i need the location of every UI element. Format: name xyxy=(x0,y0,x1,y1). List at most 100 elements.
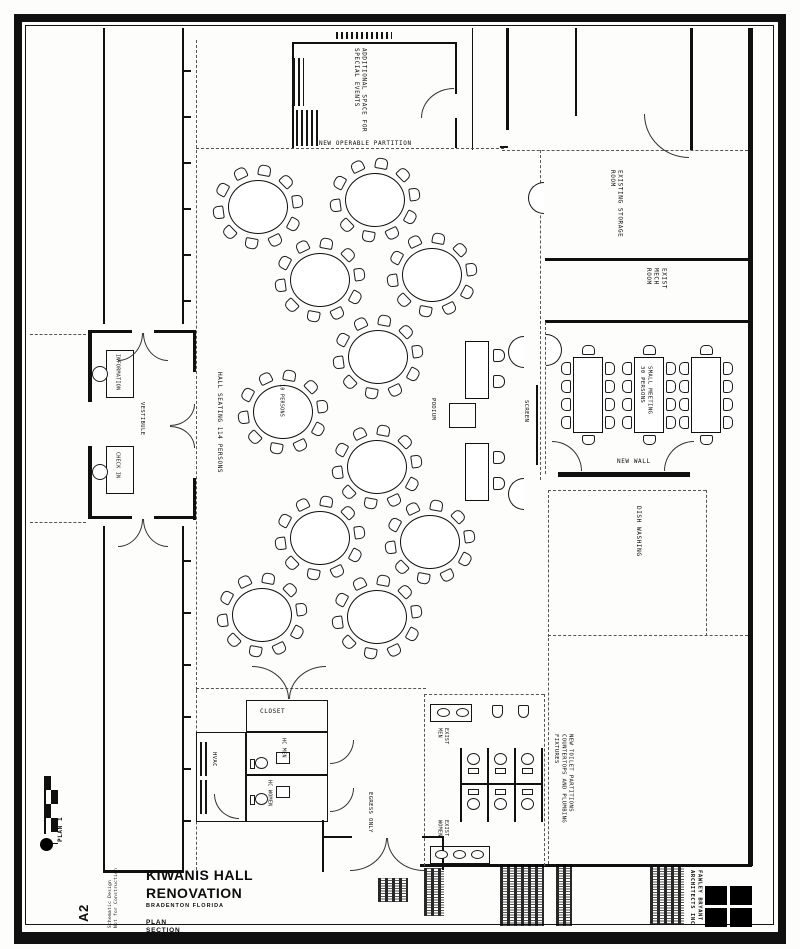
toilet-tank xyxy=(522,768,533,774)
wall xyxy=(44,804,51,818)
urinal xyxy=(518,705,529,718)
label-hc-women: HC WOMEN xyxy=(266,780,273,807)
wall xyxy=(182,28,184,324)
logo-square xyxy=(705,886,727,905)
project-title: KIWANIS HALL xyxy=(146,867,254,883)
wall xyxy=(14,932,786,944)
chair xyxy=(274,535,287,551)
wall-dashed xyxy=(424,694,544,695)
head-table xyxy=(465,341,489,399)
chair xyxy=(212,204,225,220)
wall xyxy=(420,864,752,867)
wall-dashed xyxy=(544,694,545,866)
round-table xyxy=(347,440,407,494)
project-title-2: RENOVATION xyxy=(146,885,243,902)
chair xyxy=(643,435,656,445)
wall xyxy=(322,836,352,838)
plan-bubble xyxy=(40,838,53,851)
chair xyxy=(493,375,505,388)
hatch-block xyxy=(296,110,318,146)
wall xyxy=(103,526,105,872)
round-table xyxy=(347,590,407,644)
wall xyxy=(88,330,92,402)
wall-dashed xyxy=(196,150,197,690)
chair xyxy=(561,416,571,429)
sink xyxy=(453,850,466,859)
wall-dashed xyxy=(548,635,748,636)
chair xyxy=(274,277,287,293)
label-new-toilet-partitions: NEW TOILET PARTITIONS COUNTERTOPS AND PL… xyxy=(553,734,574,824)
toilet xyxy=(494,753,507,765)
plan-reference: PLAN 1 xyxy=(57,816,64,842)
door-jamb-tick xyxy=(184,116,191,118)
wall-dashed xyxy=(424,694,425,866)
fine-print-block xyxy=(556,864,572,926)
hatch-block xyxy=(336,32,392,39)
sink xyxy=(435,850,448,859)
chair xyxy=(561,380,571,393)
logo-square xyxy=(705,908,727,927)
wall-dashed xyxy=(545,322,546,474)
toilet-tank xyxy=(468,789,479,795)
wall xyxy=(748,28,753,866)
chair xyxy=(493,451,505,464)
door-jamb-tick xyxy=(184,716,191,718)
room-outline xyxy=(449,403,476,428)
chair xyxy=(679,398,689,411)
chair xyxy=(493,477,505,490)
sheet-name-2: SECTION xyxy=(146,926,181,934)
wall xyxy=(182,526,184,872)
chair xyxy=(216,612,229,628)
door-jamb-tick xyxy=(184,162,191,164)
label-screen: SCREEN xyxy=(523,400,530,423)
chair xyxy=(700,435,713,445)
chair xyxy=(622,362,632,375)
chair xyxy=(331,464,344,480)
architect-logo xyxy=(705,886,752,928)
toilet xyxy=(255,793,268,805)
wall-dashed xyxy=(196,40,197,148)
wall-dashed xyxy=(30,334,86,335)
meeting-table xyxy=(691,357,721,433)
wall-dashed xyxy=(548,638,549,864)
wall xyxy=(88,516,132,519)
chair xyxy=(700,345,713,355)
chair xyxy=(582,345,595,355)
toilet xyxy=(467,798,480,810)
desk-chair xyxy=(92,366,108,382)
sink xyxy=(437,708,450,717)
logo-square xyxy=(730,908,752,927)
chair xyxy=(329,197,342,213)
fine-print-block xyxy=(650,866,684,924)
chair xyxy=(723,398,733,411)
toilet-tank xyxy=(250,795,255,805)
chair xyxy=(622,380,632,393)
meeting-table xyxy=(573,357,603,433)
drawing-status: Schematic Design Not for Construction xyxy=(108,867,119,928)
label-check-in-desk: CHECK IN xyxy=(114,452,121,479)
architect-firm: FAWLEY BRYANT ARCHITECTS INC xyxy=(689,870,703,925)
room-outline xyxy=(430,846,490,864)
wall-dashed xyxy=(540,150,541,480)
label-hc-men: HC MEN xyxy=(280,738,287,758)
chair xyxy=(605,380,615,393)
label-small-meeting: SMALL MEETING 30 PERSONS xyxy=(639,366,653,415)
label-egress-only: EGRESS ONLY xyxy=(367,792,374,833)
room-outline xyxy=(196,732,246,822)
chair xyxy=(384,539,397,555)
fine-print-block xyxy=(500,864,544,926)
wall xyxy=(193,330,196,372)
sheet-name: PLAN xyxy=(146,918,167,926)
wall-dashed xyxy=(196,148,504,149)
label-hvac: HVAC xyxy=(211,752,218,767)
wall-dashed xyxy=(706,490,707,636)
logo-square xyxy=(730,886,752,905)
chair xyxy=(605,416,615,429)
chair xyxy=(679,416,689,429)
toilet-tank xyxy=(495,768,506,774)
wall-dashed xyxy=(30,522,86,523)
door-jamb-tick xyxy=(500,146,508,148)
toilet-tank xyxy=(250,759,255,769)
door-jamb-tick xyxy=(184,768,191,770)
wall xyxy=(541,748,543,822)
